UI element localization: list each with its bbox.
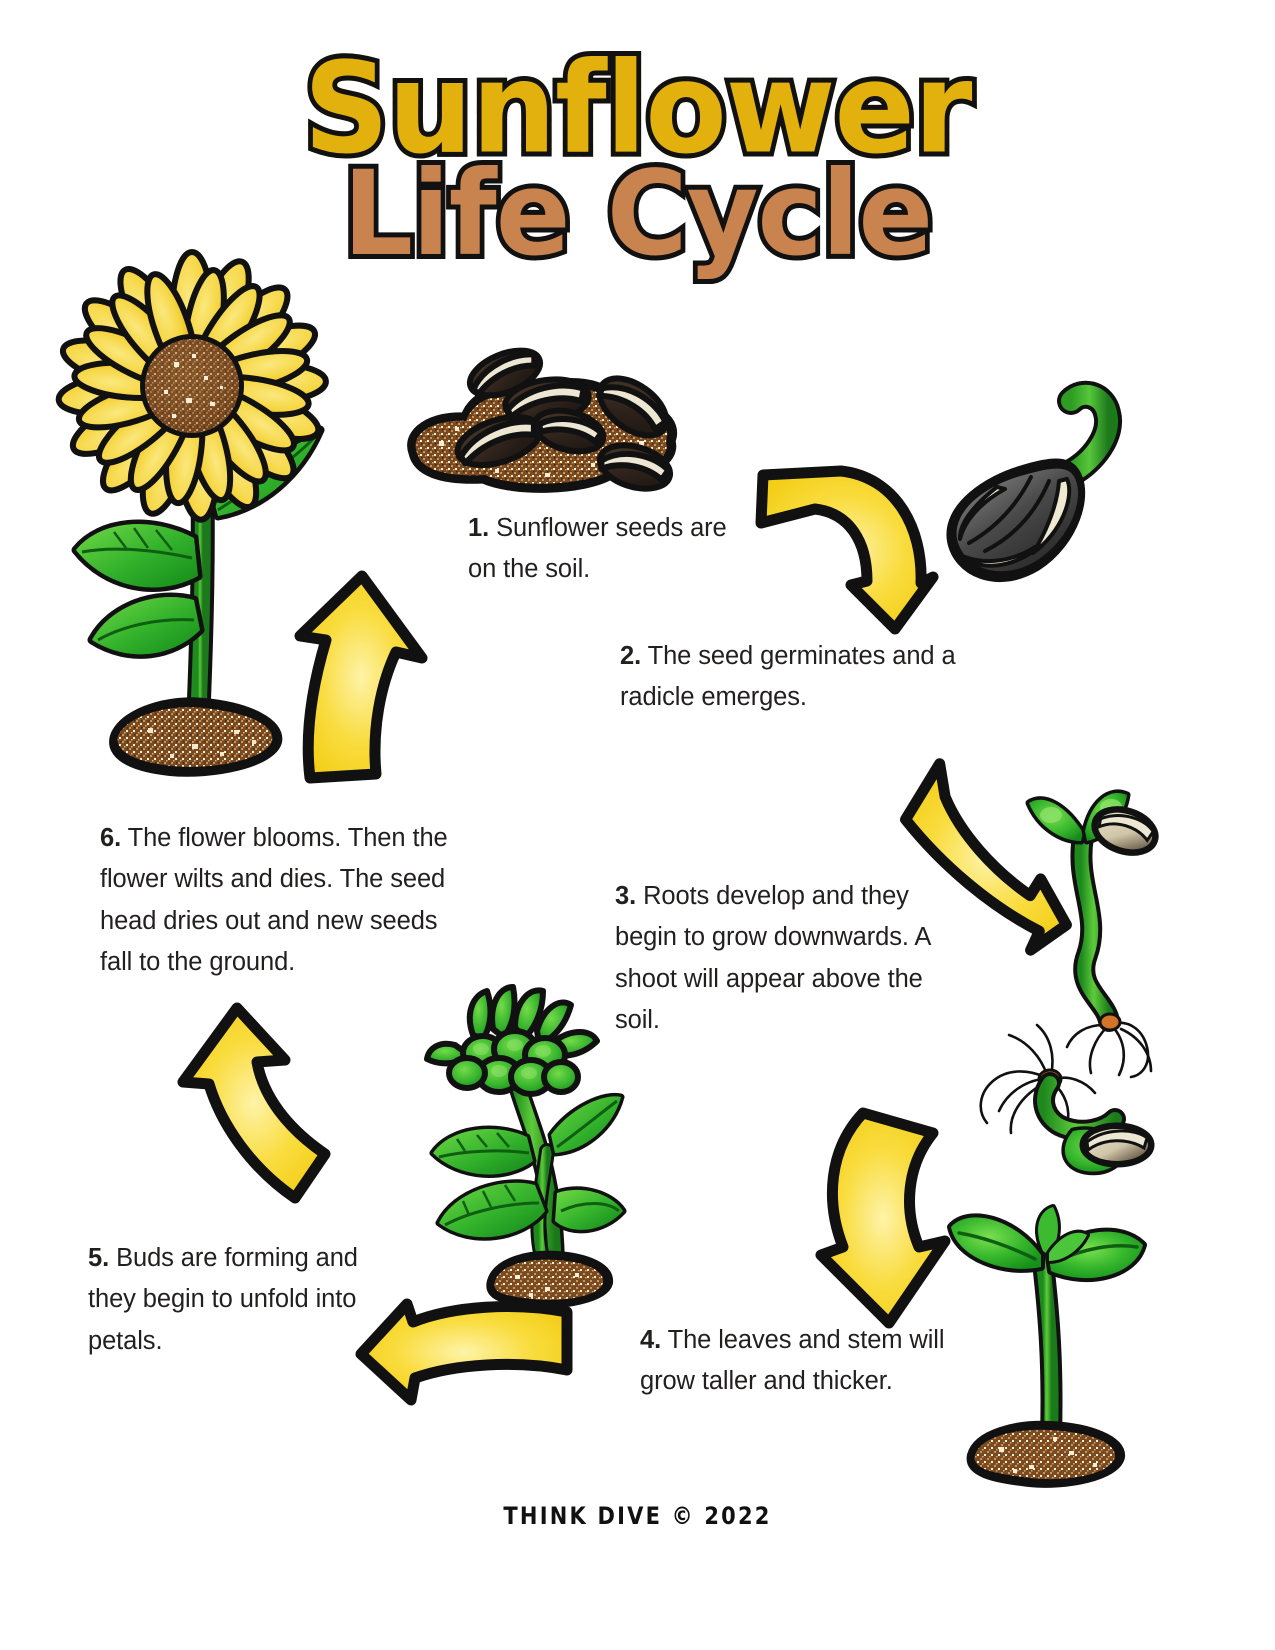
illustration-young-seedling (945, 1185, 1160, 1488)
step-5-text: Buds are forming and they begin to unfol… (88, 1244, 358, 1355)
step-1-caption: 1. Sunflower seeds are on the soil. (468, 508, 728, 591)
illustration-germinating-seed (925, 375, 1155, 605)
step-4-number: 4. (640, 1326, 662, 1354)
arrow-step5-to-step6 (175, 1000, 355, 1220)
illustration-budding-plant (415, 984, 630, 1310)
step-6-text: The flower blooms. Then the flower wilts… (100, 824, 448, 976)
step-6-number: 6. (100, 824, 122, 852)
step-4-caption: 4. The leaves and stem will grow taller … (640, 1320, 960, 1403)
step-3-text: Roots develop and they begin to grow dow… (615, 882, 930, 1034)
page-title: Sunflower Life Cycle (0, 41, 1275, 277)
step-2-text: The seed germinates and a radicle emerge… (620, 642, 956, 712)
arrow-step6-to-step1 (280, 570, 440, 790)
step-6-caption: 6. The flower blooms. Then the flower wi… (100, 818, 470, 983)
step-5-caption: 5. Buds are forming and they begin to un… (88, 1238, 388, 1362)
step-3-caption: 3. Roots develop and they begin to grow … (615, 876, 945, 1041)
copyright-footer: THINK DIVE © 2022 (503, 1502, 772, 1530)
step-1-number: 1. (468, 514, 490, 542)
step-2-caption: 2. The seed germinates and a radicle eme… (620, 636, 960, 719)
title-line-sunflower: Sunflower (0, 41, 1275, 177)
step-2-number: 2. (620, 642, 642, 670)
illustration-blooming-sunflower (52, 249, 342, 788)
title-line-life-cycle: Life Cycle (338, 145, 938, 283)
arrow-step4-to-step5 (355, 1298, 575, 1410)
arrow-step3-to-step4 (815, 1105, 975, 1335)
arrow-step2-to-step3 (890, 758, 1080, 965)
arrow-step1-to-step2 (755, 465, 939, 635)
step-3-number: 3. (615, 882, 637, 910)
step-1-text: Sunflower seeds are on the soil. (468, 514, 727, 584)
step-4-text: The leaves and stem will grow taller and… (640, 1326, 945, 1396)
step-5-number: 5. (88, 1244, 110, 1272)
illustration-rooting-seedling (955, 775, 1170, 1180)
illustration-seeds-on-soil (395, 345, 685, 505)
